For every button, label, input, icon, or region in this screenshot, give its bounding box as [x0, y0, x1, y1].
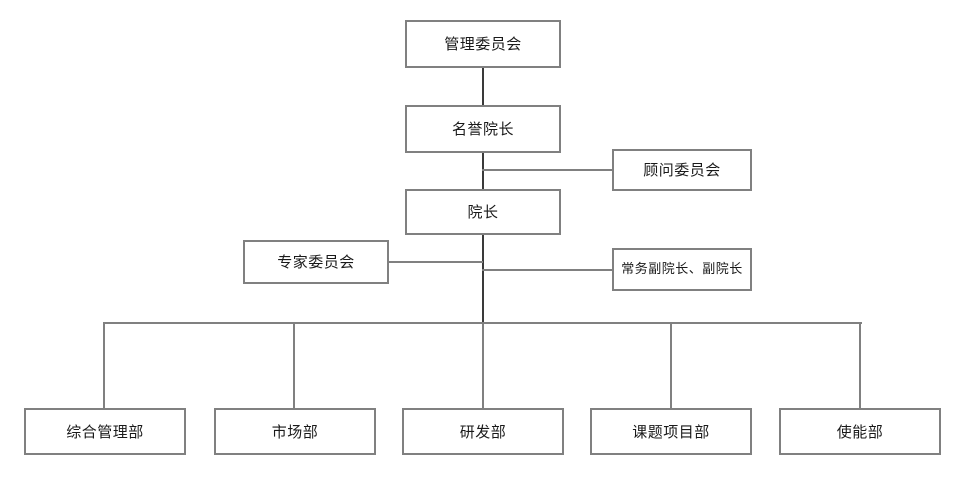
connector-drop-enablement	[859, 322, 861, 408]
node-dept-enablement[interactable]: 使能部	[779, 408, 941, 455]
node-label: 使能部	[836, 422, 884, 441]
connector-dean-to-bus	[482, 235, 484, 323]
node-dept-general-mgmt[interactable]: 综合管理部	[24, 408, 186, 455]
connector-mgmt-to-honorary	[482, 68, 484, 105]
node-label: 管理委员会	[444, 35, 522, 53]
node-label: 专家委员会	[277, 253, 355, 271]
connector-drop-research-project	[670, 322, 672, 408]
node-label: 院长	[467, 203, 499, 221]
node-mgmt-committee[interactable]: 管理委员会	[405, 20, 561, 68]
node-honorary-dean[interactable]: 名誉院长	[405, 105, 561, 153]
connector-drop-marketing	[293, 322, 295, 408]
node-label: 常务副院长、副院长	[621, 261, 743, 277]
node-advisory-committee[interactable]: 顾问委员会	[612, 149, 752, 191]
node-dean[interactable]: 院长	[405, 189, 561, 235]
connector-to-expert-committee	[389, 261, 483, 263]
node-label: 综合管理部	[66, 422, 144, 441]
connector-to-advisory-committee	[482, 169, 612, 171]
connector-drop-general-mgmt	[103, 322, 105, 408]
node-vice-deans[interactable]: 常务副院长、副院长	[612, 248, 752, 291]
connector-honorary-to-dean	[482, 153, 484, 189]
node-label: 研发部	[459, 422, 507, 441]
node-dept-marketing[interactable]: 市场部	[214, 408, 376, 455]
node-label: 顾问委员会	[643, 161, 721, 179]
node-dept-research-project[interactable]: 课题项目部	[590, 408, 752, 455]
node-label: 市场部	[271, 422, 319, 441]
connector-to-vice-deans	[482, 269, 612, 271]
node-dept-rnd[interactable]: 研发部	[402, 408, 564, 455]
node-expert-committee[interactable]: 专家委员会	[243, 240, 389, 284]
node-label: 名誉院长	[451, 120, 514, 138]
connector-drop-rnd	[482, 322, 484, 408]
node-label: 课题项目部	[632, 422, 710, 441]
